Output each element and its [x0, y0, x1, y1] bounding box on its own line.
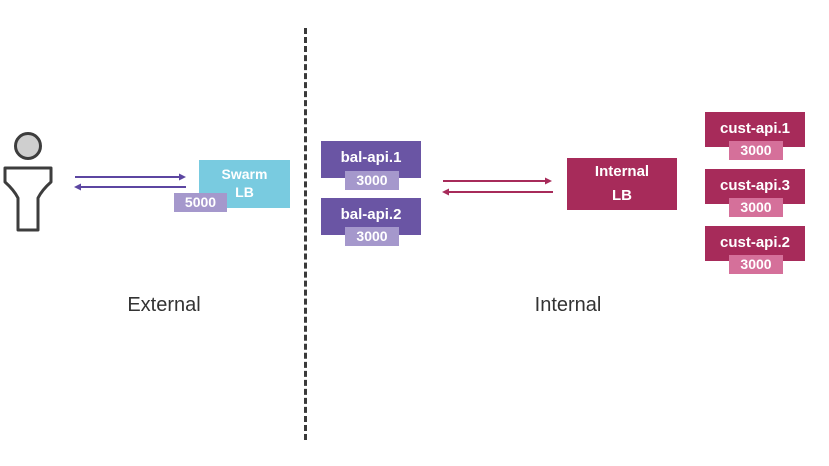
internal-lb-box: Internal LB	[567, 158, 677, 210]
internal-zone-label: Internal	[534, 294, 602, 316]
swarm-lb-box: Swarm LB	[199, 160, 290, 208]
bal-api-1-label: bal-api.1	[340, 149, 402, 166]
swarm-lb-port: 5000	[174, 193, 227, 212]
zone-divider	[304, 28, 307, 440]
cust-api-1-port: 3000	[729, 141, 783, 160]
external-arrows	[74, 173, 186, 191]
internal-lb-label-line1: Internal	[594, 163, 650, 180]
bal-api-2-label: bal-api.2	[340, 206, 402, 223]
cust-api-1-label: cust-api.1	[719, 120, 791, 137]
cust-api-3-port: 3000	[729, 198, 783, 217]
swarm-lb-label-line2: LB	[235, 184, 254, 200]
user-icon	[2, 132, 54, 232]
external-zone-label: External	[127, 294, 201, 316]
cust-api-2-label: cust-api.2	[719, 234, 791, 251]
cust-api-2-port: 3000	[729, 255, 783, 274]
bal-api-2-port: 3000	[345, 227, 399, 246]
internal-lb-label-line2: LB	[612, 187, 632, 204]
bal-api-1-port: 3000	[345, 171, 399, 190]
cust-api-3-label: cust-api.3	[719, 177, 791, 194]
swarm-lb-label-line1: Swarm	[221, 166, 268, 182]
internal-arrows	[442, 177, 553, 196]
